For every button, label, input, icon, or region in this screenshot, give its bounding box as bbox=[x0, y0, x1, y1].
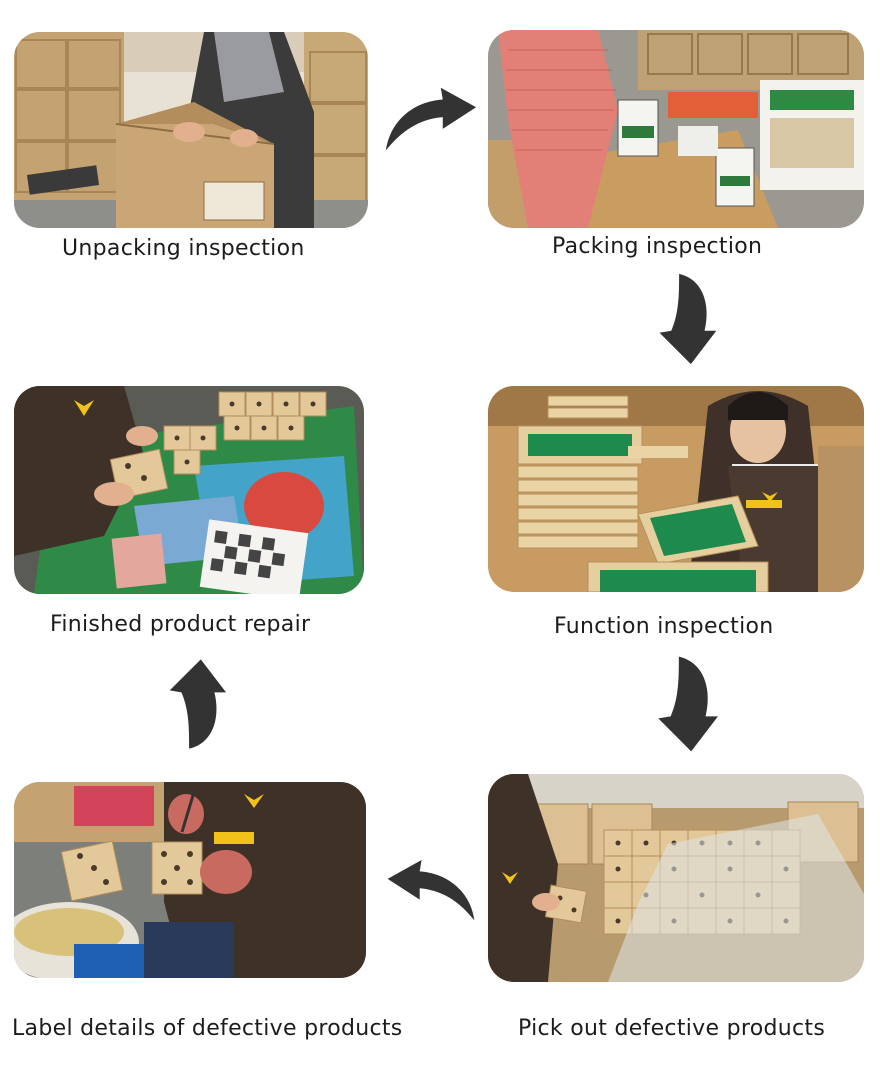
curved-arrow-icon bbox=[648, 270, 720, 368]
curved-arrow-icon bbox=[382, 86, 480, 158]
packing-inspection-caption: Packing inspection bbox=[552, 234, 763, 259]
curved-arrow-icon bbox=[648, 652, 720, 756]
label-defective-products-photo bbox=[14, 782, 366, 978]
label-defective-products-caption: Label details of defective products bbox=[12, 1016, 403, 1041]
finished-product-repair-photo bbox=[14, 386, 364, 594]
unpacking-inspection-photo bbox=[14, 32, 368, 228]
pick-out-defective-products-caption: Pick out defective products bbox=[518, 1016, 826, 1041]
curved-arrow-icon bbox=[160, 652, 228, 756]
finished-product-repair-caption: Finished product repair bbox=[50, 612, 311, 637]
function-inspection-photo bbox=[488, 386, 864, 592]
pick-out-defective-products-photo bbox=[488, 774, 864, 982]
unpacking-inspection-caption: Unpacking inspection bbox=[62, 236, 305, 261]
packing-inspection-photo bbox=[488, 30, 864, 228]
function-inspection-caption: Function inspection bbox=[554, 614, 774, 639]
curved-arrow-icon bbox=[382, 860, 480, 926]
